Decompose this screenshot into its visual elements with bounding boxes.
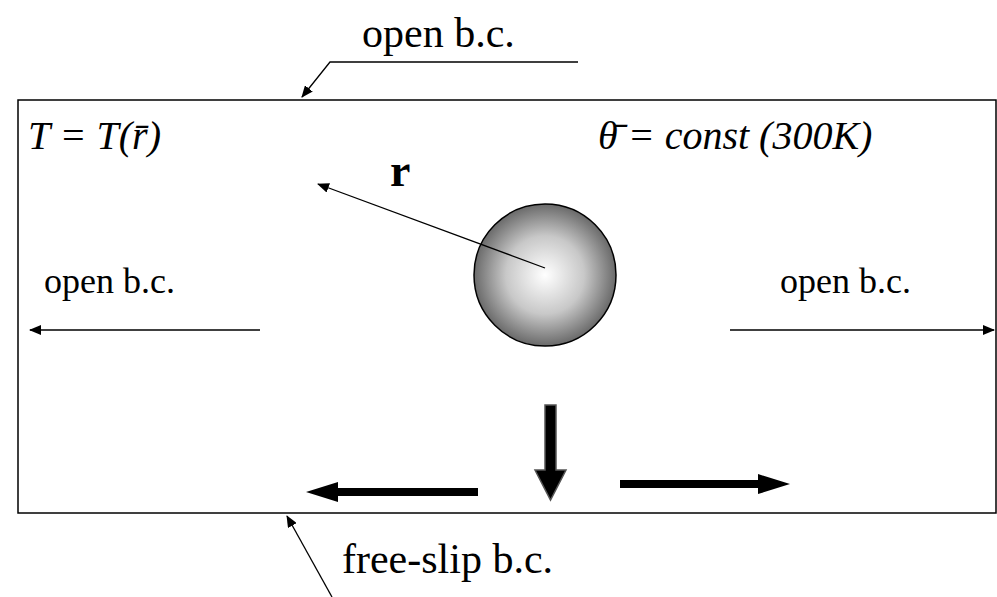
theta-formula: θ̄ = const (300K) bbox=[598, 114, 872, 158]
boundary-label: open b.c. bbox=[780, 262, 911, 302]
spreading-arrow bbox=[620, 474, 790, 494]
boundary-label: open b.c. bbox=[44, 262, 175, 302]
leader-line bbox=[287, 516, 332, 597]
spreading-arrow bbox=[306, 482, 478, 502]
downdraft-arrow bbox=[535, 405, 566, 500]
temperature-formula: T = T(r̄) bbox=[28, 114, 161, 158]
outflow-arrow bbox=[30, 329, 260, 331]
domain-box bbox=[18, 100, 996, 513]
radius-vector bbox=[318, 184, 545, 268]
bubble-sphere bbox=[474, 204, 616, 346]
boundary-label: open b.c. bbox=[362, 10, 515, 56]
boundary-label: free-slip b.c. bbox=[342, 536, 553, 582]
vector-label: r bbox=[390, 146, 410, 197]
leader-line bbox=[302, 62, 578, 97]
outflow-arrow bbox=[730, 329, 994, 331]
